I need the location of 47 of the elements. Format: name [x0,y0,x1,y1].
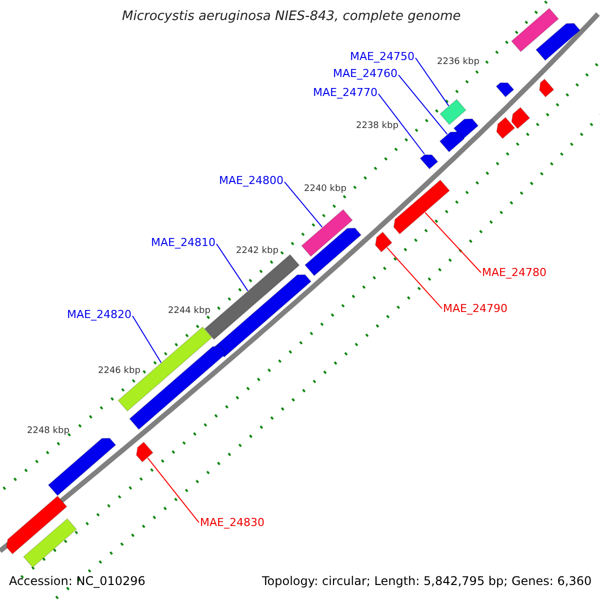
leader-line [216,243,248,292]
gene-block [300,208,354,258]
gene-block [6,495,68,555]
gene-block [439,98,467,126]
gene-block [48,438,116,496]
scale-label: 2244 kbp [168,306,210,317]
gene-label: MAE_24750 [350,50,414,64]
gene-block [539,78,554,98]
gene-block [453,118,479,140]
leader-line [415,57,450,106]
leader-line [284,181,323,228]
gene-label: MAE_24790 [443,302,508,316]
leader-line [147,457,200,524]
scale-label: 2238 kbp [356,121,398,132]
leader-line [378,93,425,154]
leader-line [132,315,162,364]
gene-block [136,441,154,463]
scale-label: 2248 kbp [27,426,70,437]
gene-label: MAE_24760 [333,67,398,80]
gene-block [439,131,465,153]
leader-line [398,74,448,135]
gene-block [510,8,560,52]
gene-block [496,82,514,98]
gene-block [214,274,312,358]
gene-label: MAE_24820 [67,308,132,322]
gene-block [420,154,438,170]
scale-label: 2246 kbp [98,366,140,377]
gene-block [511,106,530,130]
gene-block [496,116,516,140]
scale-label: 2242 kbp [236,246,278,257]
gene-label: MAE_24830 [200,516,264,530]
footer-text: Accession: NC_010296 [9,574,146,588]
footer-text: Topology: circular; Length: 5,842,795 bp; Genes: 6,360 [262,574,592,588]
gene-block [304,228,362,276]
gene-label: MAE_24770 [313,86,378,100]
scale-label: 2236 kbp [437,57,480,68]
gene-block [22,518,78,568]
gene-label: MAE_24800 [219,174,284,188]
gene-block [393,179,450,235]
diagram-title: Microcystis aeruginosa NIES-843, complete genome [122,9,461,25]
gene-block [374,231,393,253]
gene-block [535,22,581,62]
gene-label: MAE_24780 [482,266,546,280]
leader-line [386,247,442,310]
leader-line [424,212,482,274]
gene-label: MAE_24810 [151,236,216,250]
scale-label: 2240 kbp [304,184,346,195]
